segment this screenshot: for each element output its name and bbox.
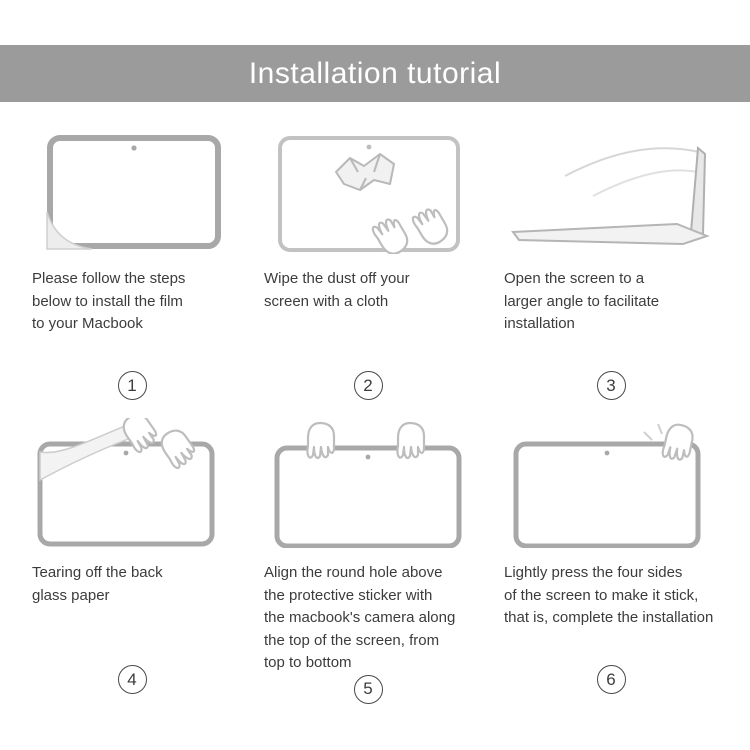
step-caption: Tearing off the back glass paper — [32, 564, 163, 604]
step-2: Wipe the dust off your screen with a clo… — [248, 128, 488, 408]
tear-back-paper-icon — [37, 418, 215, 547]
tablet-frame — [513, 441, 701, 548]
tablet-frame — [47, 135, 221, 249]
step-number-badge: 5 — [353, 674, 383, 704]
motion-arc — [564, 147, 700, 177]
cloth-icon — [335, 153, 395, 191]
step-number-row: 2 — [248, 371, 488, 408]
step-number-badge: 6 — [596, 665, 626, 694]
step-number-badge: 4 — [117, 665, 147, 694]
wipe-screen-icon — [278, 136, 460, 254]
step-caption: Open the screen to a larger angle to fac… — [504, 270, 660, 332]
step-caption: Lightly press the four sides of the scre… — [504, 564, 714, 626]
step-6: Lightly press the four sides of the scre… — [488, 422, 734, 702]
step-number-badge: 1 — [117, 371, 147, 400]
step-number-row: 6 — [488, 665, 734, 702]
step-5: Align the round hole above the protectiv… — [248, 421, 488, 704]
camera-dot — [366, 144, 372, 150]
step-caption: Align the round hole above the protectiv… — [264, 564, 456, 671]
open-laptop-illustration — [488, 128, 734, 254]
page-title: Installation tutorial — [248, 56, 502, 90]
step-3: Open the screen to a larger angle to fac… — [488, 128, 734, 408]
tear-paper-illustration — [16, 418, 248, 548]
camera-dot — [365, 454, 371, 460]
camera-dot — [131, 145, 137, 151]
step-number-row: 4 — [16, 665, 248, 702]
align-film-illustration — [248, 421, 488, 548]
press-motion-lines — [643, 423, 663, 441]
step-1: Please follow the steps below to install… — [16, 128, 248, 408]
step-number-badge: 2 — [353, 371, 383, 400]
open-laptop-icon — [511, 145, 710, 246]
step-caption: Please follow the steps below to install… — [32, 270, 186, 332]
step-number-row: 5 — [248, 674, 488, 712]
tablet-frame — [274, 445, 462, 548]
header-banner: Installation tutorial — [0, 45, 750, 102]
laptop-base — [511, 222, 710, 246]
step-caption: Wipe the dust off your screen with a clo… — [264, 270, 410, 310]
hands-icon — [306, 421, 426, 460]
press-screen-icon — [513, 423, 701, 548]
film-peel-illustration — [16, 128, 248, 254]
step-number-row: 1 — [16, 371, 248, 408]
macbook-screen-film-icon — [46, 135, 221, 250]
peeling-corner-icon — [46, 211, 93, 250]
camera-dot — [604, 450, 610, 456]
motion-arc — [592, 169, 698, 197]
camera-dot — [123, 450, 129, 456]
step-number-row: 3 — [488, 371, 734, 408]
wipe-cloth-illustration — [248, 128, 488, 254]
step-number-badge: 3 — [596, 371, 626, 400]
steps-grid: Please follow the steps below to install… — [0, 102, 750, 704]
press-edges-illustration — [488, 422, 734, 548]
hands-icon — [371, 208, 449, 254]
laptop-screen — [689, 145, 707, 236]
align-film-icon — [274, 421, 462, 548]
hands-icon — [122, 418, 196, 470]
step-4: Tearing off the back glass paper 4 — [16, 418, 248, 702]
tablet-frame — [37, 441, 215, 547]
hand-icon — [661, 423, 694, 461]
